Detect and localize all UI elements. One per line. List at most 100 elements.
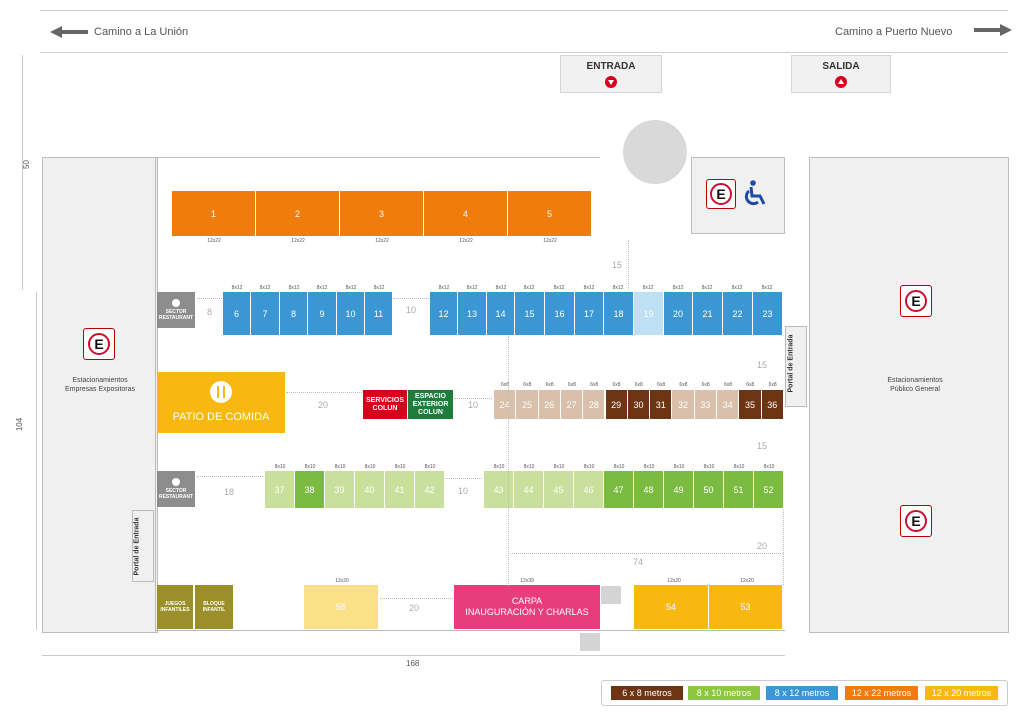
portal-right-label: Portal de Entrada: [787, 334, 795, 393]
dim-label-168: 168: [406, 659, 420, 668]
sector-restaurant-top[interactable]: SECTOR RESTAURANT: [157, 292, 195, 328]
stand-29[interactable]: 29: [605, 390, 628, 419]
stand-51[interactable]: 51: [724, 471, 754, 508]
stand-27[interactable]: 27: [560, 390, 584, 419]
stand-24[interactable]: 24: [494, 390, 517, 419]
stand-4[interactable]: 4: [424, 191, 508, 236]
stand-10[interactable]: 10: [337, 292, 365, 335]
stand-43[interactable]: 43: [484, 471, 514, 508]
stand-33[interactable]: 33: [694, 390, 717, 419]
stand-8[interactable]: 8: [280, 292, 308, 335]
dim-line-left: [36, 292, 37, 630]
stand-42[interactable]: 42: [415, 471, 445, 508]
stand-6[interactable]: 6: [223, 292, 251, 335]
stand-9[interactable]: 9: [308, 292, 337, 335]
legend-item-1: 8 x 10 metros: [688, 686, 760, 700]
stand-52[interactable]: 52: [754, 471, 784, 508]
stand-54-size: 12x20: [667, 578, 681, 584]
stand-26-size: 6x8: [545, 382, 554, 388]
stand-38[interactable]: 38: [295, 471, 325, 508]
stand-47[interactable]: 47: [604, 471, 634, 508]
stand-46[interactable]: 46: [574, 471, 604, 508]
stand-37[interactable]: 37: [265, 471, 295, 508]
outdoor-space-colun[interactable]: ESPACIO EXTERIOR COLUN: [408, 390, 453, 419]
stand-26[interactable]: 26: [538, 390, 561, 419]
stand-35[interactable]: 35: [739, 390, 762, 419]
entrance-gate[interactable]: ENTRADA: [560, 55, 662, 93]
stand-41[interactable]: 41: [385, 471, 415, 508]
food-court[interactable]: PATIO DE COMIDA: [157, 372, 285, 433]
stand-19[interactable]: 19: [634, 292, 664, 335]
stand-29-size: 6x8: [612, 382, 621, 388]
stand-16[interactable]: 16: [545, 292, 575, 335]
stand-25[interactable]: 25: [516, 390, 539, 419]
stand-15-size: 8x12: [523, 285, 535, 291]
stand-7[interactable]: 7: [251, 292, 280, 335]
sector-restaurant-bottom[interactable]: SECTOR RESTAURANT: [157, 471, 195, 507]
stand-40-size: 8x10: [364, 464, 376, 470]
stand-40[interactable]: 40: [355, 471, 385, 508]
parking-left-label: Estacionamientos Empresas Expositoras: [64, 377, 136, 393]
stand-3[interactable]: 3: [340, 191, 424, 236]
stand-10-size: 8x12: [345, 285, 357, 291]
road-label-right: Camino a Puerto Nuevo: [835, 26, 953, 38]
portal-right[interactable]: [785, 326, 807, 407]
stand-55[interactable]: 55: [304, 585, 379, 629]
spacing-74: 74: [633, 557, 644, 567]
stand-21[interactable]: 21: [693, 292, 723, 335]
restaurant-icon: [172, 478, 180, 486]
guide-h-74: [508, 553, 783, 554]
stand-48[interactable]: 48: [634, 471, 664, 508]
parking-sign-accessible: E: [706, 179, 736, 209]
roundabout: [623, 120, 687, 184]
stand-45[interactable]: 45: [544, 471, 574, 508]
stand-39[interactable]: 39: [325, 471, 355, 508]
stand-24-size: 6x8: [500, 382, 510, 388]
stand-22[interactable]: 22: [723, 292, 753, 335]
guide-v3: [783, 510, 784, 585]
stand-1[interactable]: 1: [172, 191, 256, 236]
kids-games[interactable]: JUEGOS INFANTILES: [157, 585, 193, 629]
parking-sign-right-bottom: E: [900, 505, 932, 537]
stand-44[interactable]: 44: [514, 471, 544, 508]
stand-12-size: 8x12: [438, 285, 450, 291]
stand-23[interactable]: 23: [753, 292, 783, 335]
spacing-10-a: 10: [406, 305, 417, 315]
portal-left[interactable]: [132, 510, 154, 582]
services-colun[interactable]: SERVICIOS COLUN: [363, 390, 407, 419]
stand-54[interactable]: 54: [634, 585, 709, 629]
stand-20[interactable]: 20: [664, 292, 693, 335]
stand-31[interactable]: 31: [650, 390, 673, 419]
legend-item-4: 12 x 20 metros: [925, 686, 998, 700]
stand-32-size: 6x8: [679, 382, 688, 388]
stand-17[interactable]: 17: [575, 292, 604, 335]
stand-49[interactable]: 49: [664, 471, 694, 508]
stand-14[interactable]: 14: [487, 292, 515, 335]
guide-h-20c: [380, 598, 453, 599]
stand-15[interactable]: 15: [515, 292, 545, 335]
stand-5[interactable]: 5: [508, 191, 592, 236]
stand-52-size: 8x10: [763, 464, 775, 470]
spacing-10-c: 10: [458, 486, 469, 496]
sector-restaurant-label: SECTOR RESTAURANT: [158, 309, 194, 321]
stand-11[interactable]: 11: [365, 292, 393, 335]
stand-32[interactable]: 32: [672, 390, 695, 419]
stand-36[interactable]: 36: [761, 390, 784, 419]
exit-gate[interactable]: SALIDA: [791, 55, 891, 93]
kids-block[interactable]: BLOQUE INFANTIL: [195, 585, 233, 629]
dim-label-50: 50: [21, 160, 31, 169]
stand-12[interactable]: 12: [430, 292, 458, 335]
stand-30[interactable]: 30: [627, 390, 651, 419]
stand-50[interactable]: 50: [694, 471, 724, 508]
stand-2[interactable]: 2: [256, 191, 340, 236]
down-arrow-icon: [605, 76, 617, 88]
stand-28[interactable]: 28: [583, 390, 606, 419]
tent-inauguration[interactable]: CARPA INAUGURACIÓN Y CHARLAS: [454, 585, 600, 629]
stand-18[interactable]: 18: [604, 292, 634, 335]
parking-right[interactable]: [809, 157, 1009, 633]
stand-34[interactable]: 34: [717, 390, 740, 419]
stand-17-size: 8x12: [583, 285, 595, 291]
stand-13[interactable]: 13: [458, 292, 487, 335]
stand-53[interactable]: 53: [709, 585, 783, 629]
stand-47-size: 8x10: [613, 464, 625, 470]
